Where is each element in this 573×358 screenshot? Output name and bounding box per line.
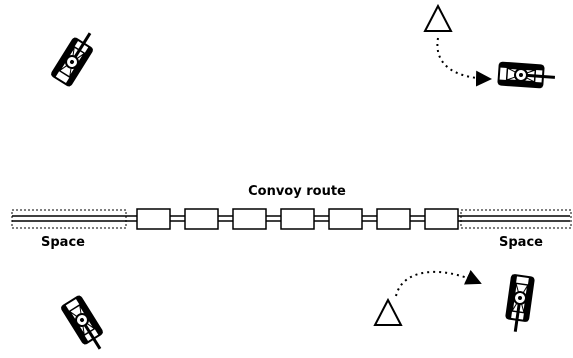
space-zone-left: [11, 209, 127, 229]
dotted-arrow-icon-bottom: [395, 269, 482, 297]
space-label-right: Space: [499, 235, 543, 250]
convoy-vehicle-box: [232, 208, 267, 230]
convoy-vehicle-box: [424, 208, 459, 230]
convoy-vehicles: [136, 208, 459, 230]
tank-icon-top-right: [496, 60, 558, 90]
dotted-arrow-icon-top: [436, 37, 492, 87]
convoy-vehicle-box: [376, 208, 411, 230]
tank-icon-bottom-right: [502, 273, 536, 335]
convoy-route-label: Convoy route: [248, 184, 346, 199]
space-label-left: Space: [41, 235, 85, 250]
triangle-position-icon-top: [423, 3, 453, 32]
convoy-vehicle-box: [136, 208, 171, 230]
tank-icon-bottom-left: [59, 294, 111, 357]
convoy-vehicle-box: [280, 208, 315, 230]
convoy-vehicle-box: [328, 208, 363, 230]
space-zone-right: [460, 209, 572, 229]
triangle-position-icon-bottom: [373, 297, 403, 326]
tank-icon-top-left: [49, 25, 101, 88]
convoy-vehicle-box: [184, 208, 219, 230]
